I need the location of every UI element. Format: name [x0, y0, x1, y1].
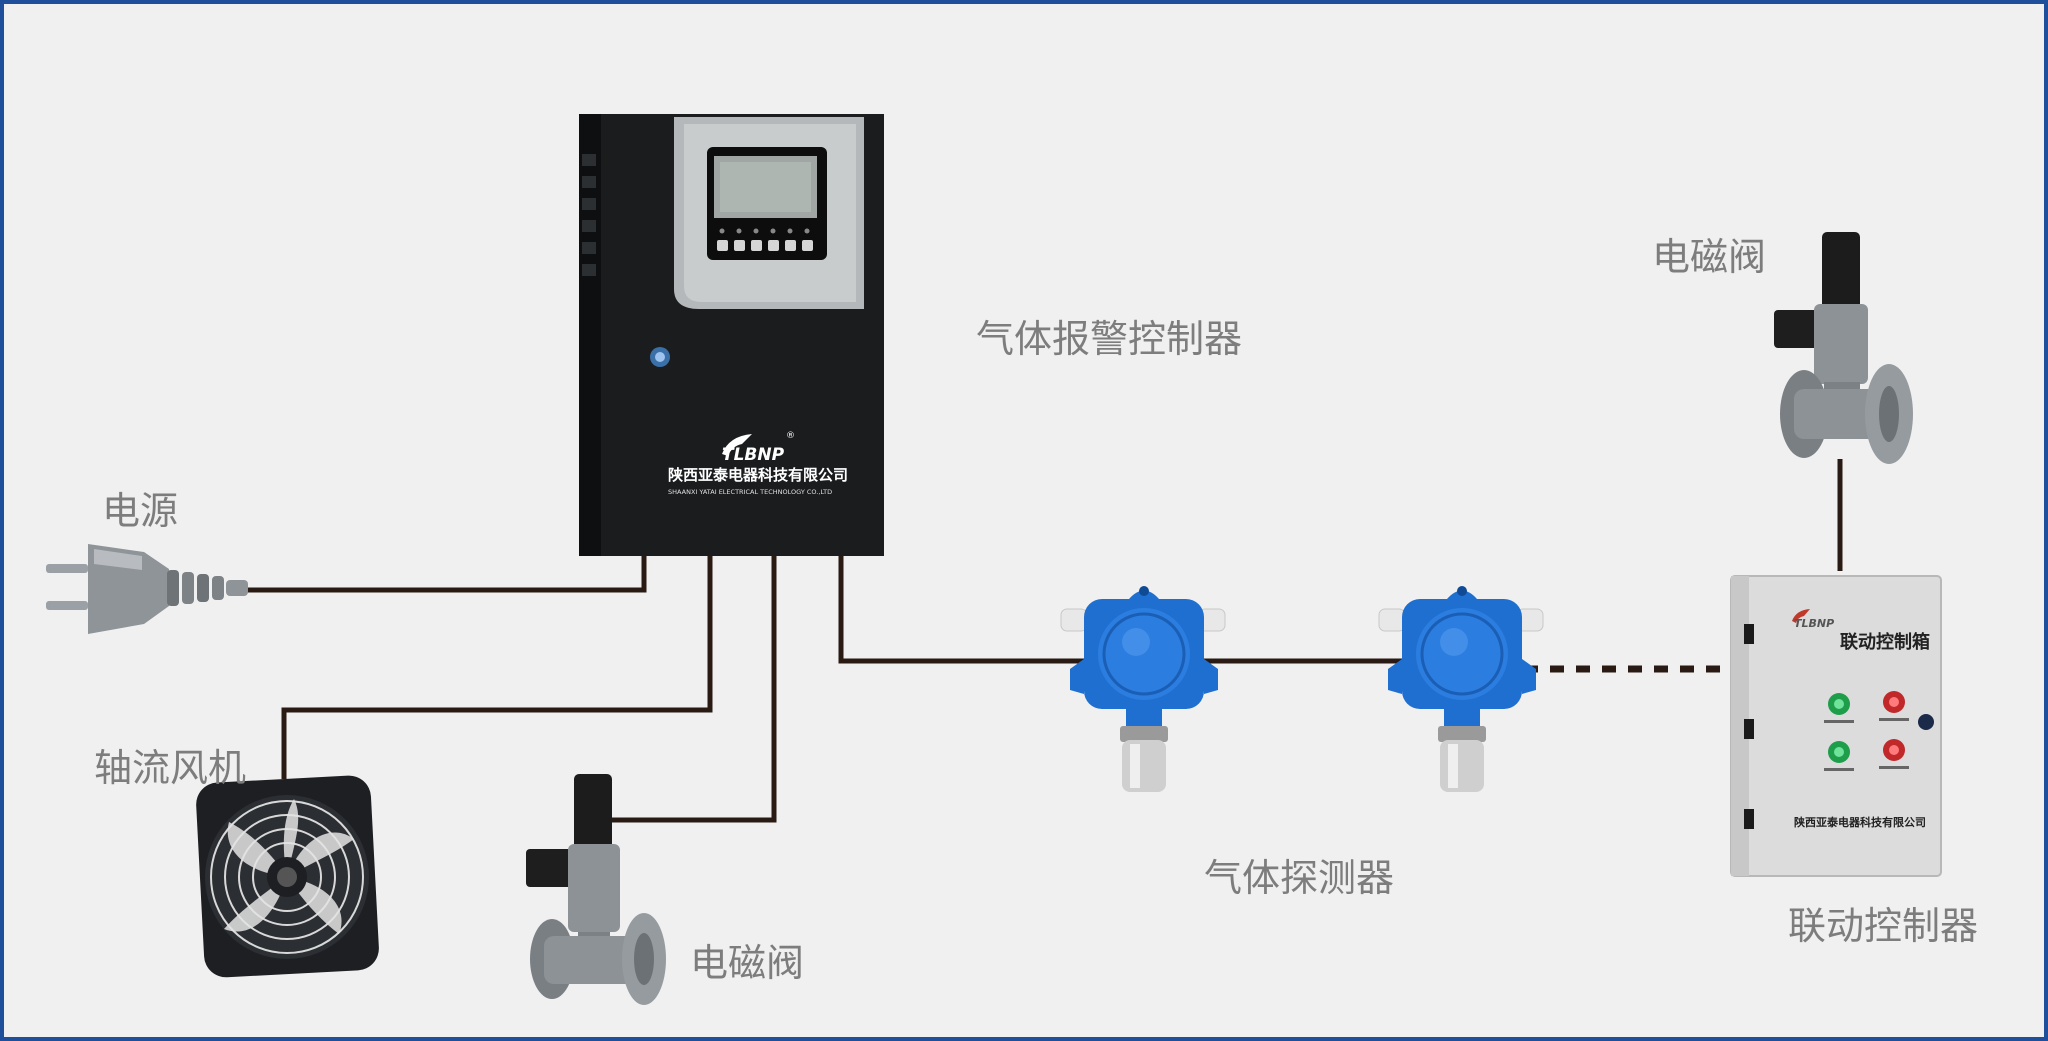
- diagram-canvas: TLBNP ® 陕西亚泰电器科技有限公司 SHAANXI YATAI ELECT…: [4, 4, 2044, 1037]
- wiring-diagram: TLBNP ® 陕西亚泰电器科技有限公司 SHAANXI YATAI ELECT…: [4, 4, 2044, 1037]
- label-gas-detector: 气体探测器: [1204, 847, 1394, 902]
- linkage-box-brand: TLBNP: [1794, 617, 1834, 630]
- linkage-box-company: 陕西亚泰电器科技有限公司: [1794, 815, 1926, 829]
- wires: [246, 459, 1840, 820]
- wire-valve-left: [607, 534, 774, 820]
- label-power: 电源: [102, 480, 178, 535]
- linkage-box-title: 联动控制箱: [1840, 631, 1930, 653]
- label-gas-alarm-controller: 气体报警控制器: [976, 308, 1242, 363]
- label-solenoid-valve-right: 电磁阀: [1652, 226, 1766, 281]
- solenoid-valve-icon: [526, 774, 666, 1005]
- gas-detector-icon: [1061, 586, 1225, 792]
- axial-fan-icon: [195, 775, 380, 979]
- label-linkage-controller: 联动控制器: [1788, 895, 1978, 950]
- gas-detector-icon: [1379, 586, 1543, 792]
- label-solenoid-valve-left: 电磁阀: [690, 932, 804, 987]
- power-plug-icon: [46, 544, 248, 634]
- alarm-controller-icon: TLBNP ® 陕西亚泰电器科技有限公司 SHAANXI YATAI ELECT…: [579, 114, 884, 556]
- label-axial-fan: 轴流风机: [94, 737, 246, 792]
- controller-brand: TLBNP: [722, 445, 785, 465]
- controller-company-en: SHAANXI YATAI ELECTRICAL TECHNOLOGY CO.,…: [668, 488, 832, 496]
- linkage-control-box-icon: TLBNP 联动控制箱 陕西亚泰电器科技有限公司: [1731, 576, 1941, 876]
- controller-company-cn: 陕西亚泰电器科技有限公司: [668, 466, 848, 484]
- svg-text:®: ®: [786, 431, 795, 441]
- solenoid-valve-icon: [1774, 232, 1913, 464]
